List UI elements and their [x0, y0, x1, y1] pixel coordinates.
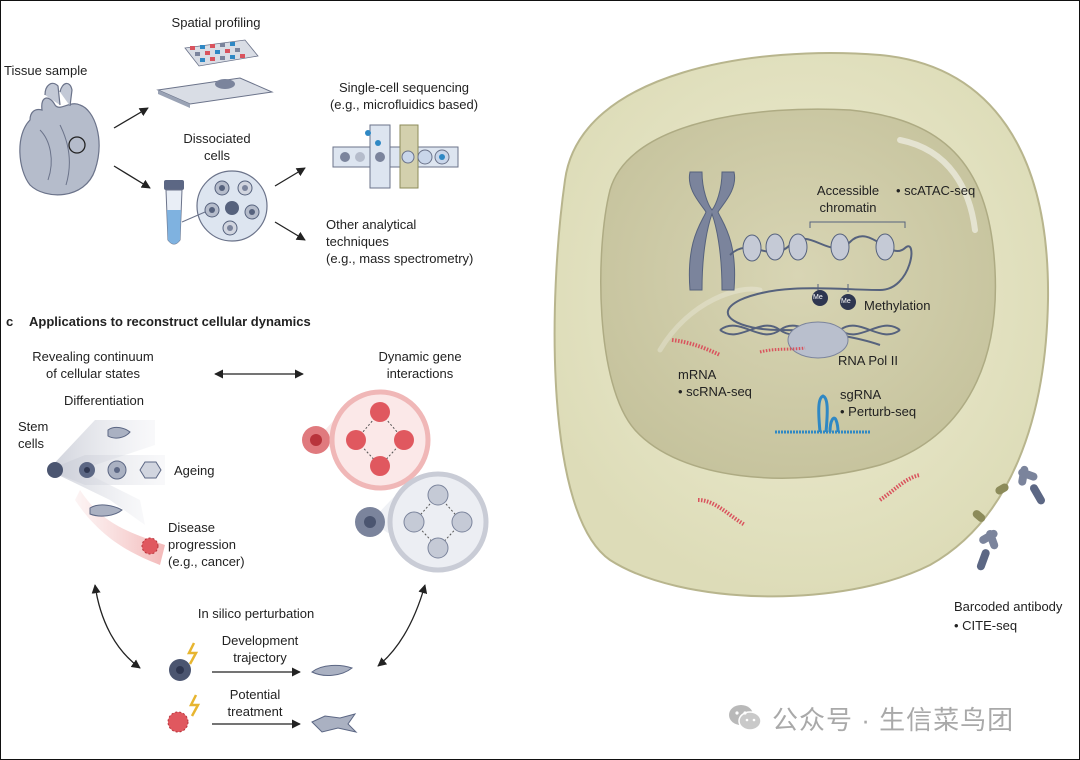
perturb-label: • Perturb-seq: [840, 404, 917, 419]
other-techniques-label: Other analytical techniques (e.g., mass …: [326, 217, 474, 266]
spatial-profiling-label: Spatial profiling: [171, 15, 261, 30]
microfluidics-chip: [332, 124, 459, 189]
barcoded-antibodies: [972, 465, 1045, 571]
single-cell-seq-label: Single-cell sequencing (e.g., microfluid…: [329, 80, 479, 112]
in-silico-label: In silico perturbation: [197, 606, 315, 621]
perturbation-cycle-arrows: [91, 584, 428, 669]
gene-interaction-grey: [355, 471, 489, 573]
methyl-badge-1: Me: [813, 294, 823, 301]
accessible-chromatin-label: Accessible chromatin: [816, 183, 880, 215]
dynamic-gene-label: Dynamic gene interactions: [378, 349, 462, 381]
treatment-label: Potential treatment: [227, 687, 283, 719]
wechat-icon: [729, 705, 762, 731]
stem-cells-label: Stem cells: [18, 419, 49, 451]
methylation-label: Methylation: [864, 298, 931, 313]
scrna-label: • scRNA-seq: [678, 384, 752, 399]
watermark-text: 公众号 · 生信菜鸟团: [772, 704, 1015, 735]
sample-region-circle: [68, 136, 86, 154]
development-label: Development trajectory: [221, 633, 299, 665]
scatac-label: • scATAC-seq: [896, 183, 976, 198]
dissociated-cells-dish: [181, 170, 268, 242]
panel-letter-c: c: [6, 314, 14, 329]
chromatin-fiber: [726, 221, 913, 346]
methyl-badge-2: Me: [841, 298, 851, 305]
dna-helix: [719, 321, 901, 359]
heart-illustration: [19, 82, 100, 196]
barcoded-antibody-label: Barcoded antibody: [954, 599, 1063, 614]
in-silico-perturbation: [167, 642, 358, 733]
dissociated-cells-label: Dissociated cells: [183, 131, 251, 163]
differentiation-fan: [47, 420, 165, 565]
ageing-label: Ageing: [174, 463, 215, 478]
tissue-sample-label: Tissue sample: [4, 63, 88, 78]
chromosome: [688, 171, 736, 291]
tube-illustration: [164, 180, 184, 245]
disease-label: Disease progression (e.g., cancer): [168, 520, 245, 569]
gene-interaction-red: [302, 389, 431, 491]
mrna-label: mRNA: [678, 367, 717, 382]
spatial-slide: [156, 39, 274, 108]
rna-pol-label: RNA Pol II: [838, 353, 898, 368]
mrna-strands: [671, 338, 921, 527]
differentiation-label: Differentiation: [64, 393, 144, 408]
continuum-label: Revealing continuum of cellular states: [32, 349, 154, 381]
section-c-title: Applications to reconstruct cellular dyn…: [29, 314, 311, 329]
sgrna-hairpin: [775, 394, 870, 434]
workflow-arrows: [113, 107, 306, 241]
cite-seq-label: • CITE-seq: [954, 618, 1018, 633]
sgrna-label: sgRNA: [840, 387, 882, 402]
watermark: 公众号 · 生信菜鸟团: [728, 700, 1014, 736]
